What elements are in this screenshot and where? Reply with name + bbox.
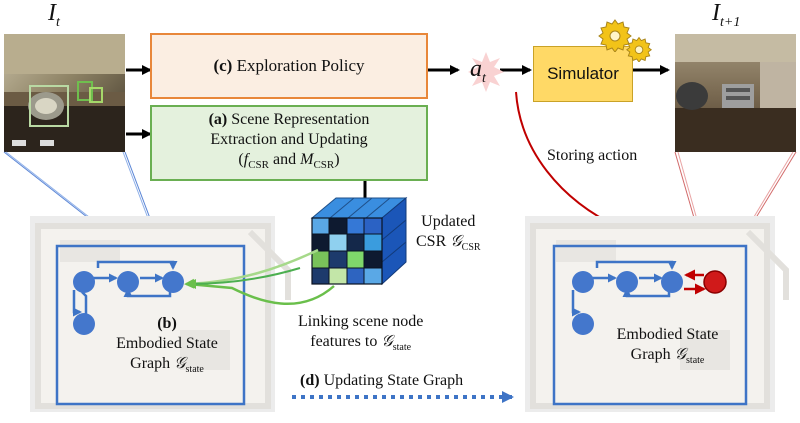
next-frame-image [675, 34, 796, 152]
state-node [572, 313, 594, 335]
state-node [73, 313, 95, 335]
scene-tag: (a) [208, 111, 228, 129]
state-graph-edges-left [72, 260, 178, 317]
exploration-policy-box: (c) Exploration Policy [150, 33, 428, 99]
linking-label: Linking scene node features to 𝒢state [298, 313, 424, 354]
linking-arrow [187, 282, 335, 306]
state-graph-label-right: Embodied State Graph 𝒢state [616, 326, 719, 367]
state-node-new [703, 270, 727, 294]
state-node [661, 271, 683, 293]
next-frame-label: It+1 [712, 0, 741, 30]
state-node [572, 271, 594, 293]
action-highlight [468, 52, 504, 92]
gear-icon [598, 19, 632, 52]
update-label: (d) Updating State Graph [300, 372, 464, 389]
state-graph-label-left: (b) Embodied State Graph 𝒢state [116, 315, 218, 376]
current-frame-label: It [48, 0, 60, 30]
state-graph-frame-right [552, 244, 748, 406]
state-node [73, 271, 95, 293]
state-graph-frame-left [55, 244, 246, 406]
simulator-label: Simulator [547, 64, 619, 83]
scene-line2: Extraction and Updating [210, 131, 368, 149]
current-frame-image [4, 34, 125, 152]
csr-cube-icon [310, 196, 408, 286]
action-label: at [470, 56, 486, 86]
state-node [616, 271, 638, 293]
scene-line3: (fCSR and MCSR) [238, 151, 340, 172]
scene-representation-box: (a) Scene Representation Extraction and … [150, 105, 428, 181]
state-node [162, 271, 184, 293]
gear-icon [626, 36, 652, 62]
storing-action-label: Storing action [547, 147, 638, 164]
state-node [117, 271, 139, 293]
linking-arrow [186, 267, 301, 289]
csr-label: Updated CSR 𝒢CSR [416, 213, 481, 254]
state-graph-edges-new [684, 269, 706, 295]
scene-line1: Scene Representation [231, 111, 370, 129]
simulator-box: Simulator [533, 46, 633, 102]
policy-tag: (c) [213, 56, 233, 75]
policy-label: Exploration Policy [236, 56, 365, 75]
